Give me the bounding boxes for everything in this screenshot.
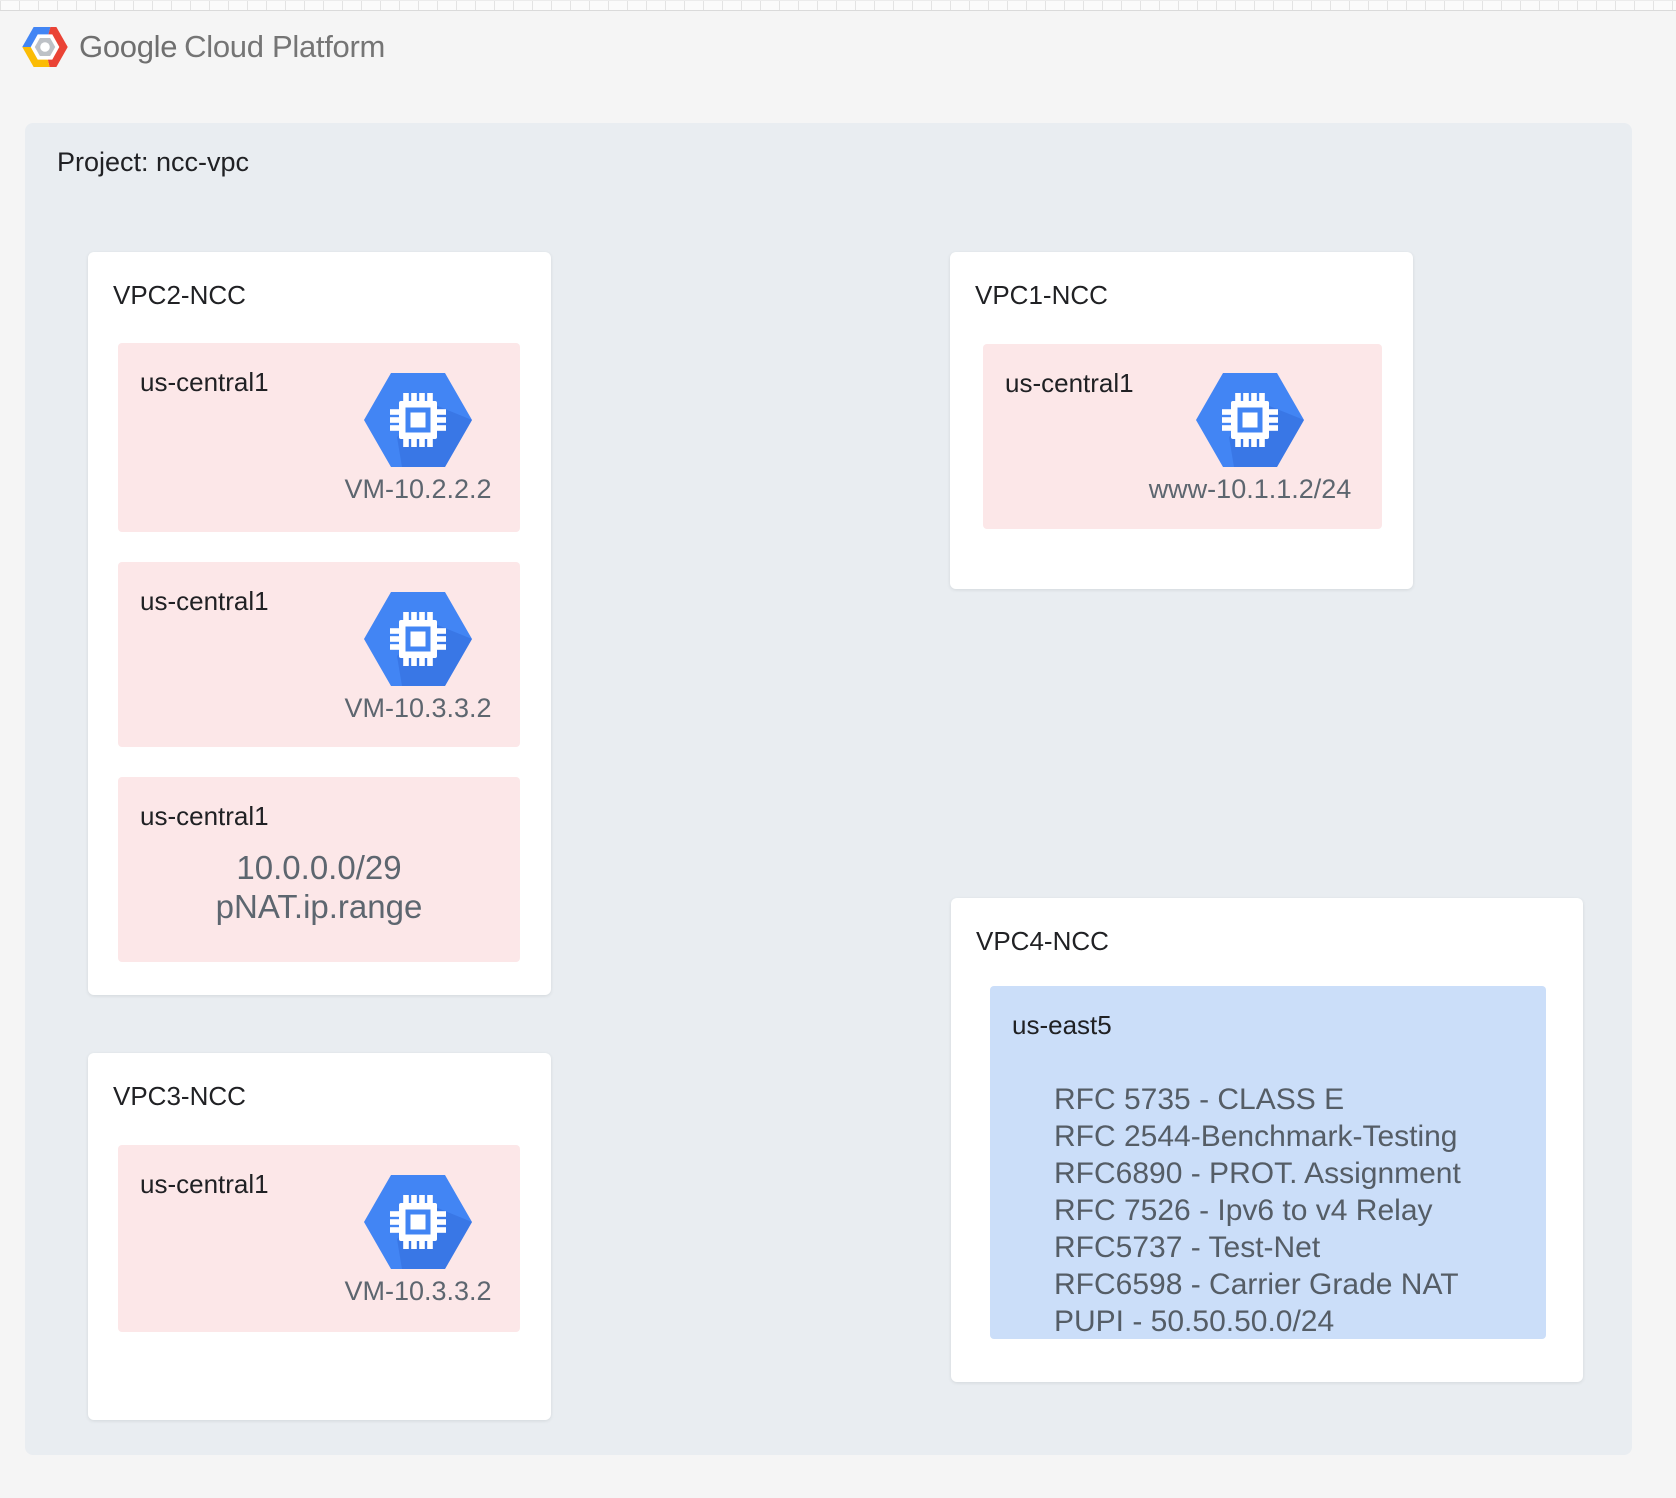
project-container: Project: ncc-vpc VPC2-NCC us-central1 VM… <box>25 123 1632 1455</box>
rfc-line: RFC6598 - Carrier Grade NAT <box>1054 1268 1459 1301</box>
vpc-card-vpc2-ncc: VPC2-NCC us-central1 VM-10.2.2.2 us-cent… <box>88 252 551 995</box>
vm-instance: www-10.1.1.2/24 <box>1140 373 1360 505</box>
rfc-range-list: RFC 5735 - CLASS E RFC 2544-Benchmark-Te… <box>1054 1081 1461 1340</box>
region-box: us-central1 VM-10.3.3.2 <box>118 562 520 747</box>
pnat-ip-range: 10.0.0.0/29 <box>236 849 402 886</box>
vm-instance: VM-10.3.3.2 <box>308 592 528 724</box>
region-box: us-central1 www-10.1.1.2/24 <box>983 344 1382 529</box>
vm-caption: VM-10.2.2.2 <box>344 474 492 504</box>
region-label: us-central1 <box>140 367 269 397</box>
region-label: us-east5 <box>1012 1010 1112 1040</box>
vpc-card-vpc4-ncc: VPC4-NCC us-east5 RFC 5735 - CLASS E RFC… <box>951 898 1583 1382</box>
vm-instance: VM-10.2.2.2 <box>308 373 528 505</box>
region-box: us-east5 RFC 5735 - CLASS E RFC 2544-Ben… <box>990 986 1546 1339</box>
region-box: us-central1 10.0.0.0/29 pNAT.ip.range <box>118 777 520 962</box>
vpc-title: VPC4-NCC <box>976 926 1109 956</box>
rfc-line: RFC5737 - Test-Net <box>1054 1231 1321 1264</box>
vpc-title: VPC1-NCC <box>975 280 1108 310</box>
vm-instance: VM-10.3.3.2 <box>308 1175 528 1307</box>
gcp-logo-icon <box>22 27 68 67</box>
region-box: us-central1 VM-10.3.3.2 <box>118 1145 520 1332</box>
compute-engine-icon <box>1196 373 1304 467</box>
vpc-card-vpc1-ncc: VPC1-NCC us-central1 www-10.1.1.2/24 <box>950 252 1413 589</box>
vpc-card-vpc3-ncc: VPC3-NCC us-central1 VM-10.3.3.2 <box>88 1053 551 1420</box>
region-label: us-central1 <box>140 586 269 616</box>
rfc-line: RFC 7526 - Ipv6 to v4 Relay <box>1054 1194 1433 1227</box>
logo-brand: Google <box>79 29 178 64</box>
region-label: us-central1 <box>140 801 269 831</box>
pnat-label: pNAT.ip.range <box>215 888 423 925</box>
canvas-grid <box>0 0 1676 11</box>
region-label: us-central1 <box>140 1169 269 1199</box>
vm-caption: VM-10.3.3.2 <box>344 1276 492 1306</box>
vm-caption: www-10.1.1.2/24 <box>1148 474 1352 504</box>
pnat-range-text: 10.0.0.0/29 pNAT.ip.range <box>118 848 520 926</box>
rfc-line: RFC6890 - PROT. Assignment <box>1054 1157 1461 1190</box>
region-box: us-central1 VM-10.2.2.2 <box>118 343 520 532</box>
compute-engine-icon <box>364 592 472 686</box>
compute-engine-icon <box>364 1175 472 1269</box>
rfc-line: PUPI - 50.50.50.0/24 <box>1054 1305 1335 1338</box>
vpc-title: VPC3-NCC <box>113 1081 246 1111</box>
rfc-line: RFC 5735 - CLASS E <box>1054 1083 1345 1116</box>
vm-caption: VM-10.3.3.2 <box>344 693 492 723</box>
rfc-line: RFC 2544-Benchmark-Testing <box>1054 1120 1458 1153</box>
compute-engine-icon <box>364 373 472 467</box>
project-label: Project: ncc-vpc <box>57 147 250 177</box>
vpc-title: VPC2-NCC <box>113 280 246 310</box>
logo-suffix: Cloud Platform <box>184 29 385 64</box>
region-label: us-central1 <box>1005 368 1134 398</box>
